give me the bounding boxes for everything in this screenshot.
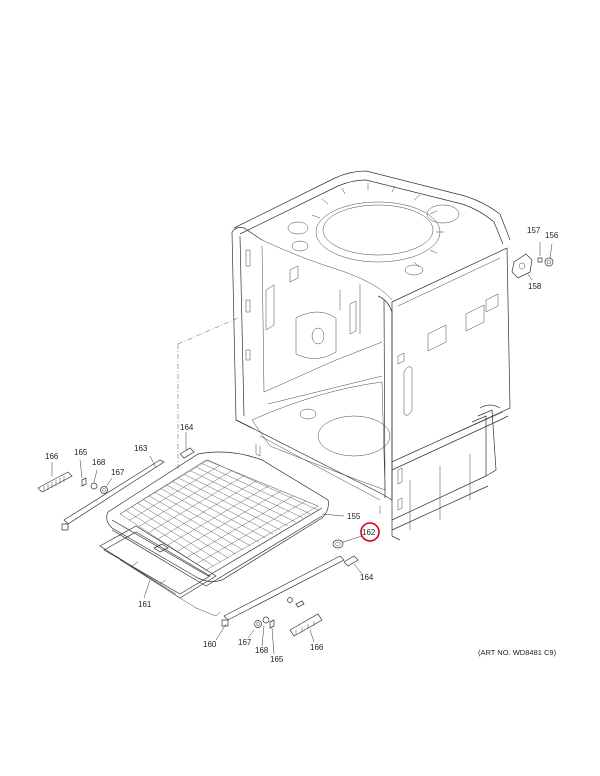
rack-wire — [137, 503, 229, 559]
rack-wire — [166, 485, 266, 539]
highlight-circle — [360, 522, 380, 542]
callout-163: 163 — [134, 444, 148, 453]
rack-wire — [196, 466, 304, 519]
rack-wire-frame — [99, 525, 221, 617]
art-number: (ART NO. WD8481 C9) — [478, 648, 557, 657]
callout-167: 167 — [111, 468, 125, 477]
dishwasher-tub — [231, 170, 511, 541]
callout-164: 164 — [180, 423, 194, 432]
callout-167: 167 — [238, 638, 252, 647]
callout-157: 157 — [527, 226, 541, 235]
callout-168: 168 — [255, 646, 269, 655]
rack-wire — [138, 470, 233, 527]
assembly-guide-line — [177, 317, 239, 470]
callout-165: 165 — [270, 655, 284, 664]
rack-wire — [129, 464, 221, 521]
rack-wire — [119, 459, 209, 515]
rack-stop-lower — [343, 555, 363, 575]
rack-wire — [131, 506, 222, 563]
rack-wire — [207, 459, 319, 511]
rack-wire — [177, 490, 282, 552]
bumper-part-162 — [332, 535, 363, 549]
callout-158: 158 — [528, 282, 542, 291]
callout-166: 166 — [45, 452, 59, 461]
left-roller-parts — [37, 459, 113, 494]
rack-wire — [178, 477, 281, 531]
lower-dish-rack — [106, 451, 329, 587]
callout-162: 162 — [362, 528, 376, 537]
right-roller-parts — [247, 597, 323, 655]
rack-wire — [160, 488, 259, 543]
rack-wire — [186, 495, 294, 558]
right-rack-rail — [215, 555, 345, 641]
callout-166: 166 — [310, 643, 324, 652]
callout-165: 165 — [74, 448, 88, 457]
callout-156: 156 — [545, 231, 559, 240]
callout-161: 161 — [138, 600, 152, 609]
rack-stop-upper — [179, 432, 195, 459]
rack-wire — [205, 505, 319, 571]
callout-164: 164 — [360, 573, 374, 582]
rack-wire — [184, 474, 289, 527]
rack-wire — [196, 500, 306, 564]
rack-wire — [158, 480, 258, 540]
rack-wire — [149, 495, 244, 551]
rack-wire — [202, 463, 311, 515]
rack-wire — [143, 499, 236, 555]
rack-wire — [172, 481, 274, 535]
rail-end-part — [321, 513, 345, 517]
rack-wire — [155, 492, 251, 547]
rack-wire — [148, 475, 245, 533]
rack-wire — [167, 485, 270, 546]
hinge-bracket-assembly — [511, 242, 554, 281]
callout-168: 168 — [92, 458, 106, 467]
left-rack-rail — [61, 455, 165, 531]
rack-wire — [190, 470, 296, 523]
rack-wire — [125, 510, 214, 567]
callout-155: 155 — [347, 512, 361, 521]
callout-labels: 157 156 158 166 165 168 167 163 164 155 … — [45, 226, 559, 664]
callout-160: 160 — [203, 640, 217, 649]
